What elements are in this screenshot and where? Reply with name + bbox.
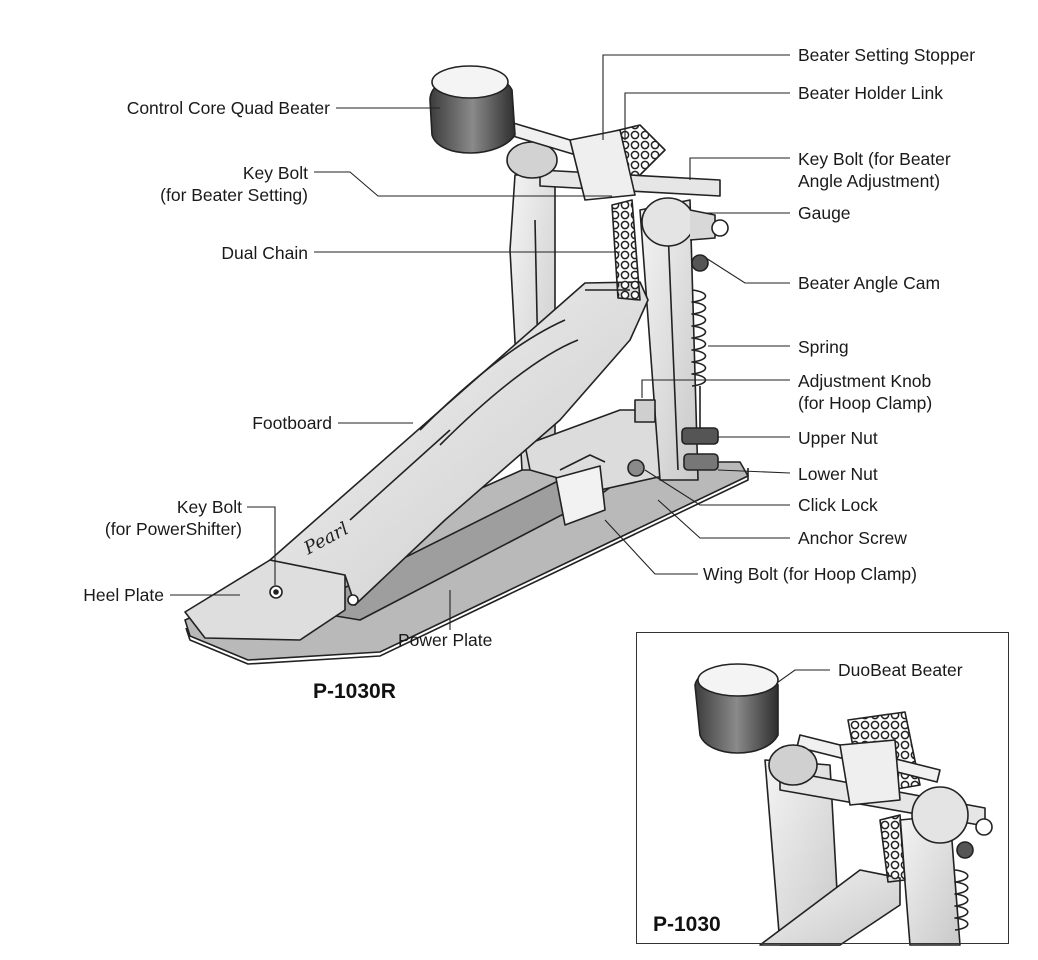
label-key-bolt-beater-setting-2: (for Beater Setting) (160, 185, 308, 205)
label-key-bolt-angle-2: Angle Adjustment) (798, 171, 941, 191)
label-footboard: Footboard (252, 413, 332, 433)
label-key-bolt-angle-1: Key Bolt (for Beater (798, 149, 951, 169)
label-key-bolt-beater-setting-1: Key Bolt (242, 163, 308, 183)
label-gauge: Gauge (798, 203, 851, 223)
main-pedal-illustration: Pearl (184, 65, 749, 665)
label-beater-holder-link: Beater Holder Link (798, 83, 943, 103)
label-upper-nut: Upper Nut (798, 428, 878, 448)
label-click-lock: Click Lock (798, 495, 878, 515)
label-key-bolt-powershifter-2: (for PowerShifter) (104, 519, 242, 539)
main-model-name: P-1030R (313, 680, 396, 703)
upper-nut-shape (681, 427, 719, 445)
gauge-cam (641, 197, 695, 247)
label-beater-setting-stopper: Beater Setting Stopper (798, 45, 976, 65)
label-adjustment-knob-1: Adjustment Knob (798, 371, 932, 391)
label-adjustment-knob-2: (for Hoop Clamp) (798, 393, 933, 413)
label-wing-bolt: Wing Bolt (for Hoop Clamp) (703, 564, 917, 584)
inset-model-name: P-1030 (653, 913, 721, 936)
label-power-plate: Power Plate (398, 630, 493, 650)
footboard-shape (269, 281, 649, 606)
inset-pedal-illustration (694, 663, 993, 946)
label-dual-chain: Dual Chain (221, 243, 308, 263)
dual-chain-shape (611, 199, 641, 301)
leader-lines (170, 54, 830, 696)
label-heel-plate: Heel Plate (83, 585, 164, 605)
label-key-bolt-powershifter-1: Key Bolt (176, 497, 242, 517)
label-spring: Spring (798, 337, 849, 357)
label-anchor-screw: Anchor Screw (798, 528, 907, 548)
label-lower-nut: Lower Nut (798, 464, 878, 484)
wing-bolt-shape (555, 465, 606, 526)
label-beater-angle-cam: Beater Angle Cam (798, 273, 941, 293)
label-control-core-quad-beater: Control Core Quad Beater (126, 98, 330, 118)
spring-shape (691, 289, 707, 387)
lower-nut-shape (683, 453, 719, 471)
label-duobeat-beater: DuoBeat Beater (838, 660, 963, 680)
inset-box (636, 632, 1009, 944)
